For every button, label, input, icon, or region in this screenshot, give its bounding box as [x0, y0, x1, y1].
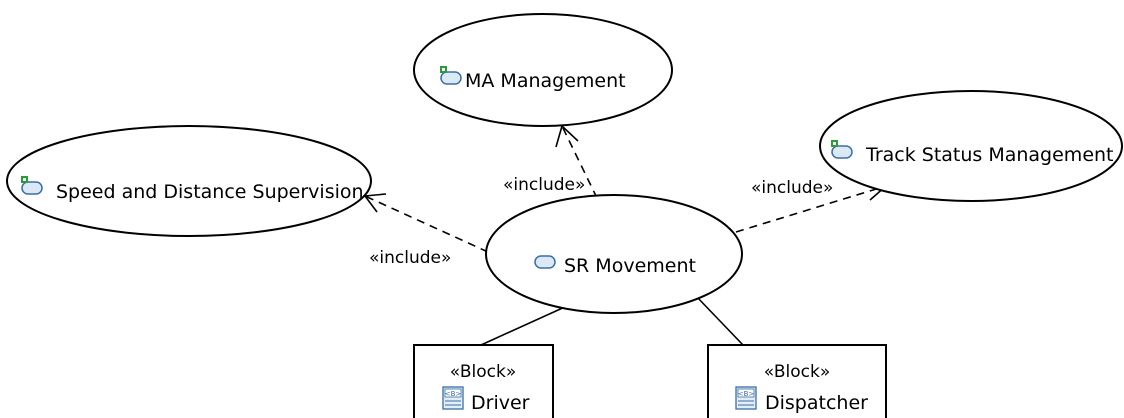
block-stereotype: «Block»	[764, 362, 830, 382]
use-case-ma-management[interactable]: MA Management	[413, 13, 673, 127]
association-driver	[480, 305, 568, 346]
block-stereotype: «Block»	[450, 362, 516, 382]
use-case-label: MA Management	[465, 70, 626, 92]
use-case-label: SR Movement	[564, 255, 696, 277]
include-arrow-speed	[363, 193, 489, 253]
use-case-label: Track Status Management	[865, 144, 1114, 166]
block-icon: <B>	[735, 386, 757, 410]
use-case-sr-movement[interactable]: SR Movement	[485, 194, 743, 314]
block-dispatcher[interactable]: «Block» <B> Dispatcher	[707, 344, 887, 418]
svg-text:<B>: <B>	[445, 390, 462, 398]
block-driver[interactable]: «Block» <B> Driver	[413, 344, 554, 418]
block-icon: <B>	[442, 386, 464, 410]
include-label-speed: «include»	[369, 248, 451, 268]
svg-text:<B>: <B>	[738, 390, 755, 398]
include-label-track: «include»	[751, 178, 833, 198]
include-label-ma: «include»	[503, 175, 585, 195]
use-case-label: Speed and Distance Supervision	[56, 181, 364, 203]
use-case-speed-distance-supervision[interactable]: Speed and Distance Supervision	[6, 125, 372, 237]
block-name: Driver	[471, 392, 530, 414]
use-case-icon	[534, 255, 556, 269]
use-case-track-status-management[interactable]: Track Status Management	[819, 90, 1123, 202]
association-dispatcher	[695, 295, 744, 346]
block-name: Dispatcher	[765, 392, 868, 414]
